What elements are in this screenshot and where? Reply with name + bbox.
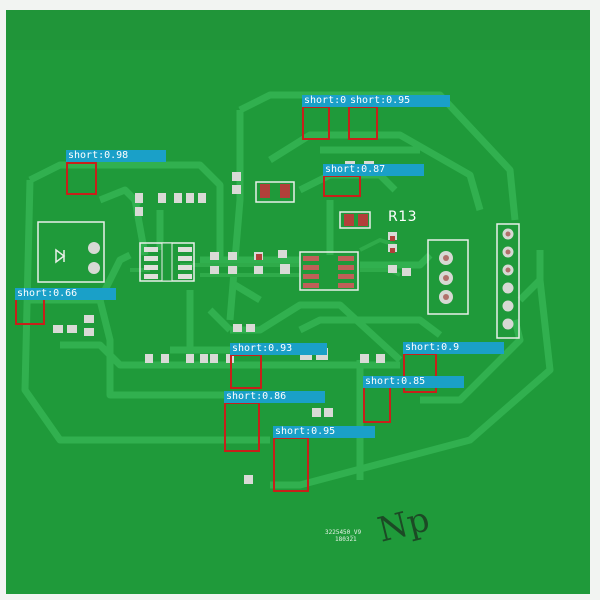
red-pads [256, 184, 395, 260]
detection-box [348, 106, 378, 140]
detection-label: short:0.95 [348, 95, 450, 107]
reference-designator: R13 [388, 209, 418, 225]
detection-box [230, 354, 262, 389]
detection-box [273, 437, 309, 492]
board-code-line-1: 3225450_V9 [325, 529, 362, 536]
board-code-line-2: 180321 [335, 536, 357, 543]
detection-label: short:0.87 [323, 164, 424, 176]
detection-label: short:0.9 [403, 342, 504, 354]
detection-box [403, 353, 437, 393]
detection-label: short:0.85 [363, 376, 464, 388]
detection-label: short:0.98 [66, 150, 166, 162]
detection-box [66, 162, 97, 195]
detection-label: short:0.93 [230, 343, 327, 355]
detection-label: short:0. [302, 95, 350, 107]
detection-label: short:0.66 [15, 288, 116, 300]
detection-box [224, 402, 260, 452]
through-holes [88, 228, 514, 330]
detection-box [363, 386, 391, 423]
board-code: 3225450_V9 180321 [325, 529, 361, 543]
detection-box [15, 298, 45, 325]
detection-label: short:0.95 [273, 426, 375, 438]
ic2-pins [303, 256, 354, 288]
detection-box [302, 106, 330, 140]
ic-pins [144, 242, 192, 282]
detection-label: short:0.86 [224, 391, 325, 403]
detection-box [323, 175, 361, 197]
